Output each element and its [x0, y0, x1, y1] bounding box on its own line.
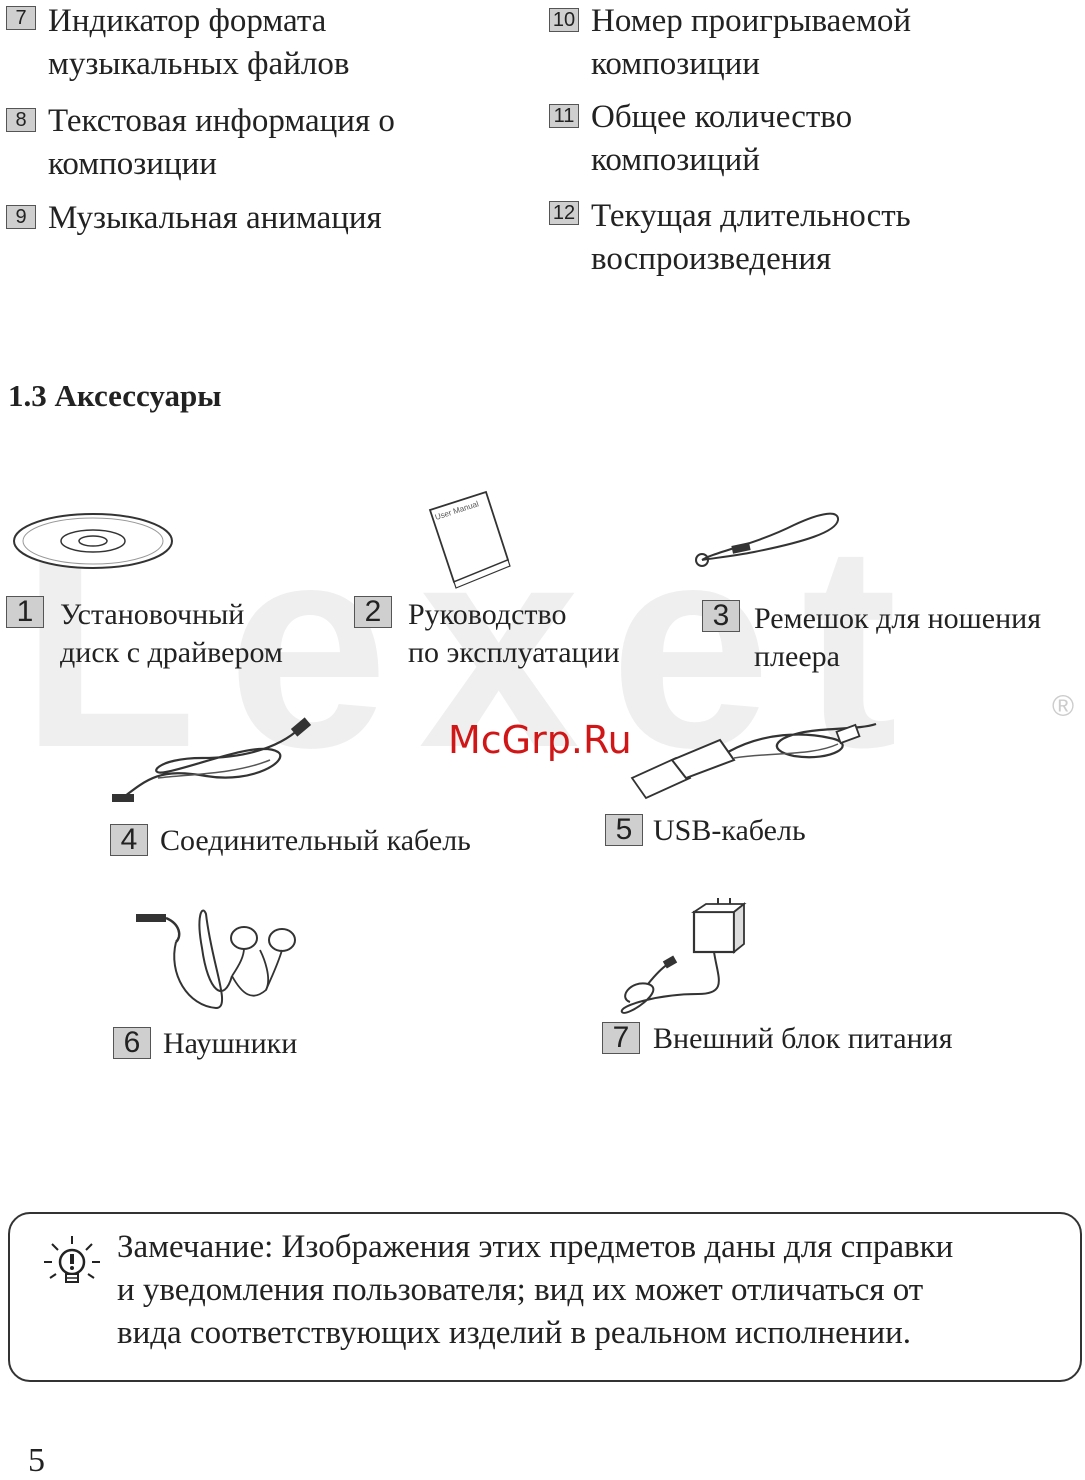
legend-text-line: Текущая длительность	[591, 198, 911, 234]
legend-text-line: композиций	[591, 142, 760, 178]
accessory-num-badge: 1	[6, 596, 44, 628]
page-number: 5	[28, 1442, 45, 1479]
note-text: Замечание: Изображения этих предметов да…	[117, 1226, 1077, 1355]
legend-item-9: 9 Музыкальная анимация	[6, 197, 526, 240]
section-title: 1.3 Аксессуары	[8, 378, 222, 413]
audio-cable-icon	[112, 717, 312, 802]
legend-text-line: Общее количество	[591, 99, 853, 135]
manual-booklet-icon: User Manual	[428, 490, 511, 589]
accessory-item-3: 3 Ремешок для ношения плеера	[702, 600, 1084, 676]
accessory-item-5: 5 USB-кабель	[605, 812, 905, 850]
lanyard-strap-icon	[695, 512, 839, 567]
accessory-label-line: Внешний блок питания	[653, 1022, 953, 1055]
accessory-num-badge: 2	[354, 596, 392, 628]
legend-text-line: музыкальных файлов	[48, 46, 350, 82]
legend-num-badge: 7	[6, 6, 36, 30]
accessory-label-line: Соединительный кабель	[160, 824, 471, 857]
legend-num-badge: 11	[549, 104, 579, 128]
power-adapter-icon	[620, 898, 747, 1014]
accessory-num-badge: 3	[702, 600, 740, 632]
accessory-label-line: USB-кабель	[653, 814, 806, 847]
usb-cable-icon	[630, 722, 877, 800]
note-line: вида соответствующих изделий в реальном …	[117, 1315, 912, 1351]
accessory-item-4: 4 Соединительный кабель	[110, 822, 530, 860]
accessory-label-line: Руководство	[408, 598, 567, 631]
accessory-label-line: Наушники	[163, 1027, 298, 1060]
legend-num-badge: 10	[549, 8, 579, 32]
cd-disc-icon	[13, 513, 173, 569]
legend-text-line: воспроизведения	[591, 241, 832, 277]
legend-num-badge: 8	[6, 108, 36, 132]
legend-text-line: композиции	[591, 46, 760, 82]
legend-text-line: Текстовая информация о	[48, 103, 395, 139]
earphones-icon	[136, 909, 296, 1010]
accessory-label-line: плеера	[754, 640, 840, 673]
accessory-item-6: 6 Наушники	[113, 1025, 373, 1063]
lightbulb-tip-icon	[44, 1236, 100, 1283]
legend-text-line: композиции	[48, 146, 217, 182]
note-line: Замечание: Изображения этих предметов да…	[117, 1229, 954, 1265]
accessory-num-badge: 5	[605, 814, 643, 846]
legend-num-badge: 9	[6, 205, 36, 229]
legend-text-line: Индикатор формата	[48, 3, 327, 39]
accessory-label-line: диск с драйвером	[60, 636, 283, 669]
accessory-num-badge: 7	[602, 1022, 640, 1054]
accessory-num-badge: 6	[113, 1027, 151, 1059]
site-watermark: McGrp.Ru	[448, 718, 632, 762]
accessory-item-7: 7 Внешний блок питания	[602, 1020, 1022, 1058]
legend-text-line: Номер проигрываемой	[591, 3, 911, 39]
accessory-item-1: 1 Установочный диск с драйвером	[6, 596, 336, 672]
note-line: и уведомления пользователя; вид их может…	[117, 1272, 924, 1308]
accessory-item-2: 2 Руководство по эксплуатации	[354, 596, 674, 672]
accessory-label-line: Ремешок для ношения	[754, 602, 1041, 635]
accessory-label-line: по эксплуатации	[408, 636, 620, 669]
legend-item-8: 8 Текстовая информация о композиции	[6, 100, 526, 186]
legend-text-line: Музыкальная анимация	[48, 200, 382, 236]
legend-item-7: 7 Индикатор формата музыкальных файлов	[6, 0, 526, 86]
legend-num-badge: 12	[549, 201, 579, 225]
accessory-num-badge: 4	[110, 824, 148, 856]
legend-item-11: 11 Общее количество композиций	[549, 96, 1069, 182]
note-box: Замечание: Изображения этих предметов да…	[8, 1212, 1082, 1382]
accessory-label-line: Установочный	[60, 598, 245, 631]
legend-item-12: 12 Текущая длительность воспроизведения	[549, 195, 1069, 281]
legend-item-10: 10 Номер проигрываемой композиции	[549, 0, 1069, 86]
registered-mark: ®	[1052, 690, 1075, 723]
